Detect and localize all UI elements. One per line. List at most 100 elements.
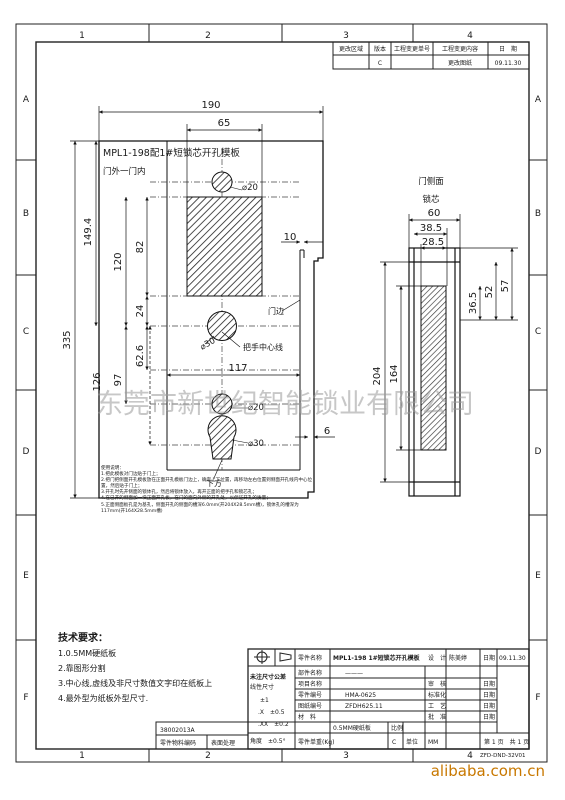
- row-label: D: [535, 447, 542, 457]
- row-label: C: [535, 327, 541, 337]
- design-date: 09.11.30: [499, 655, 526, 662]
- technical-requirements: 技术要求： 1.0.5MM硬纸板 2.靠图形分割 3.中心线,虚线及非尺寸数值文…: [58, 631, 248, 706]
- side-dimension-lines: [380, 214, 518, 483]
- tb-label: 项目名称: [298, 680, 322, 688]
- dim-190: 190: [201, 100, 220, 111]
- row-label: E: [23, 571, 29, 581]
- version: C: [392, 739, 396, 746]
- dim-38.5: 38.5: [420, 223, 442, 234]
- role-label: 标准化: [428, 691, 446, 699]
- hole-upper-20: [211, 171, 233, 193]
- dim-24: 24: [135, 305, 146, 318]
- tech-line: 2.靠图形分割: [58, 664, 106, 673]
- part-number: HMA-0625: [345, 692, 376, 699]
- dim-126: 126: [92, 372, 103, 391]
- role-label: 审 核: [428, 680, 446, 688]
- role-label: 工 艺: [428, 702, 446, 710]
- unit-label: 单位: [406, 738, 418, 746]
- revision-date: 09.11.30: [495, 60, 522, 67]
- page-count: 第 1 页 共 1 页: [484, 738, 529, 746]
- row-label: B: [23, 209, 29, 219]
- row-label: A: [23, 95, 30, 105]
- usage-notes: 使用说明： 1.把此模板对门边贴于门上； 2.把门把侧面开孔模板放在正面开孔模板…: [101, 466, 316, 515]
- tolerance-angle: 角度 ±0.5°: [250, 737, 286, 745]
- main-view-labels: MPL1-198配1#短锁芯开孔模板 门外一门内 门边 把手中心线 下方 ⌀20…: [103, 147, 284, 488]
- tolerance-sub: 线性尺寸: [250, 683, 274, 691]
- row-label: A: [535, 95, 542, 105]
- role-label: 批 准: [428, 713, 446, 721]
- tb-label: 图纸编号: [298, 702, 322, 710]
- tolerance-item: .X ±0.5: [258, 709, 285, 716]
- title-block-text: 未注尺寸公差 线性尺寸 ±1 .X ±0.5 .XX ±0.2 角度 ±0.5°…: [160, 654, 529, 759]
- row-label: F: [23, 693, 28, 703]
- tb-label: 材 料: [298, 713, 316, 721]
- template-subtitle: 门外一门内: [103, 166, 146, 177]
- note-line: 2.把门把侧面开孔模板放在正面开孔模板门边上，确定上下位置，再移动左右位置到侧面…: [101, 478, 313, 490]
- revision-header: 版本: [374, 45, 386, 53]
- col-label: 4: [467, 31, 473, 41]
- down-label: 下方: [206, 478, 222, 488]
- dim-52: 52: [484, 286, 495, 299]
- dim-82: 82: [135, 241, 146, 254]
- date-label: 日期: [483, 691, 495, 699]
- dimension-values: 190 65 335 149.4 120 82 24 62.6 97 126 1…: [62, 100, 330, 437]
- tech-title: 技术要求：: [58, 633, 108, 644]
- revision-header: 日 期: [499, 45, 517, 53]
- notes-title: 使用说明：: [101, 466, 124, 471]
- dimension-lines: [70, 106, 335, 499]
- row-label: E: [535, 571, 541, 581]
- tolerance-title: 未注尺寸公差: [250, 673, 286, 681]
- template-outline: [98, 140, 324, 499]
- company-watermark: 东莞市新世纪智能锁业有限公司: [96, 389, 474, 420]
- dim-97: 97: [113, 374, 124, 387]
- hole-label-lower: ⌀20: [248, 403, 264, 413]
- hole-label-cylinder: ⌀30: [248, 439, 264, 449]
- revision-content: 更改图纸: [448, 59, 472, 67]
- dim-117: 117: [228, 363, 247, 374]
- side-view-subtitle: 锁芯: [422, 194, 440, 205]
- date-label: 日期: [483, 654, 495, 662]
- drawing-number: ZFDH625.11: [345, 703, 383, 710]
- hole-handle-30: [207, 311, 237, 341]
- revision-header: 工程变更单号: [394, 45, 430, 53]
- unit-value: MM: [428, 739, 438, 746]
- col-label: 1: [79, 751, 85, 761]
- hole-cutouts: [207, 171, 237, 460]
- dim-28.5: 28.5: [422, 237, 444, 248]
- revision-version: C: [378, 60, 382, 67]
- assembly-name: ———: [345, 670, 363, 677]
- designer: 陈美婷: [449, 654, 467, 662]
- revision-header: 工程变更内容: [442, 45, 478, 53]
- template-title: MPL1-198配1#短锁芯开孔模板: [103, 147, 240, 159]
- dim-62.6: 62.6: [135, 345, 146, 367]
- dim-10: 10: [284, 232, 297, 243]
- dim-60: 60: [428, 208, 441, 219]
- leader-lines: [204, 186, 301, 479]
- zone-labels: 1 2 3 4 1 2 3 4 A B C D E F A B C D E F: [23, 31, 542, 761]
- row-label: D: [23, 447, 30, 457]
- tech-line: 4.最外型为纸板外型尺寸.: [58, 694, 149, 703]
- dim-57: 57: [500, 280, 511, 293]
- col-label: 3: [343, 751, 349, 761]
- tb-label: 零件名称: [298, 654, 322, 662]
- part-code: 38002013A: [160, 727, 196, 734]
- note-line: 3.开孔时先开侧面的锁体孔，然后将锁体放入，再开正面的把手孔和锁芯孔；: [101, 490, 257, 496]
- tech-line: 3.中心线,虚线及非尺寸数值文字印在纸板上: [58, 679, 213, 688]
- dim-164: 164: [389, 364, 400, 383]
- dim-65: 65: [218, 118, 231, 129]
- footer-brand: alibaba.com.cn: [430, 762, 545, 780]
- col-label: 1: [79, 31, 85, 41]
- left-label: 零件物料编码: [160, 739, 196, 747]
- dim-335: 335: [62, 330, 73, 349]
- note-line: 5.正面侧面板孔是为基孔，侧面开孔的侧面的槽深6.0mm(开204X28.5mm…: [101, 502, 299, 514]
- door-edge-line: [166, 141, 305, 471]
- col-label: 2: [205, 751, 211, 761]
- side-dimension-values: 60 38.5 28.5 204 164 36.5 52 57: [372, 208, 511, 386]
- date-label: 日期: [483, 702, 495, 710]
- dim-204: 204: [372, 366, 383, 385]
- tb-label: 零件单重(Kg): [298, 738, 334, 746]
- left-label: 表面处理: [211, 739, 235, 747]
- title-block: [155, 648, 530, 750]
- dim-149.4: 149.4: [83, 218, 94, 247]
